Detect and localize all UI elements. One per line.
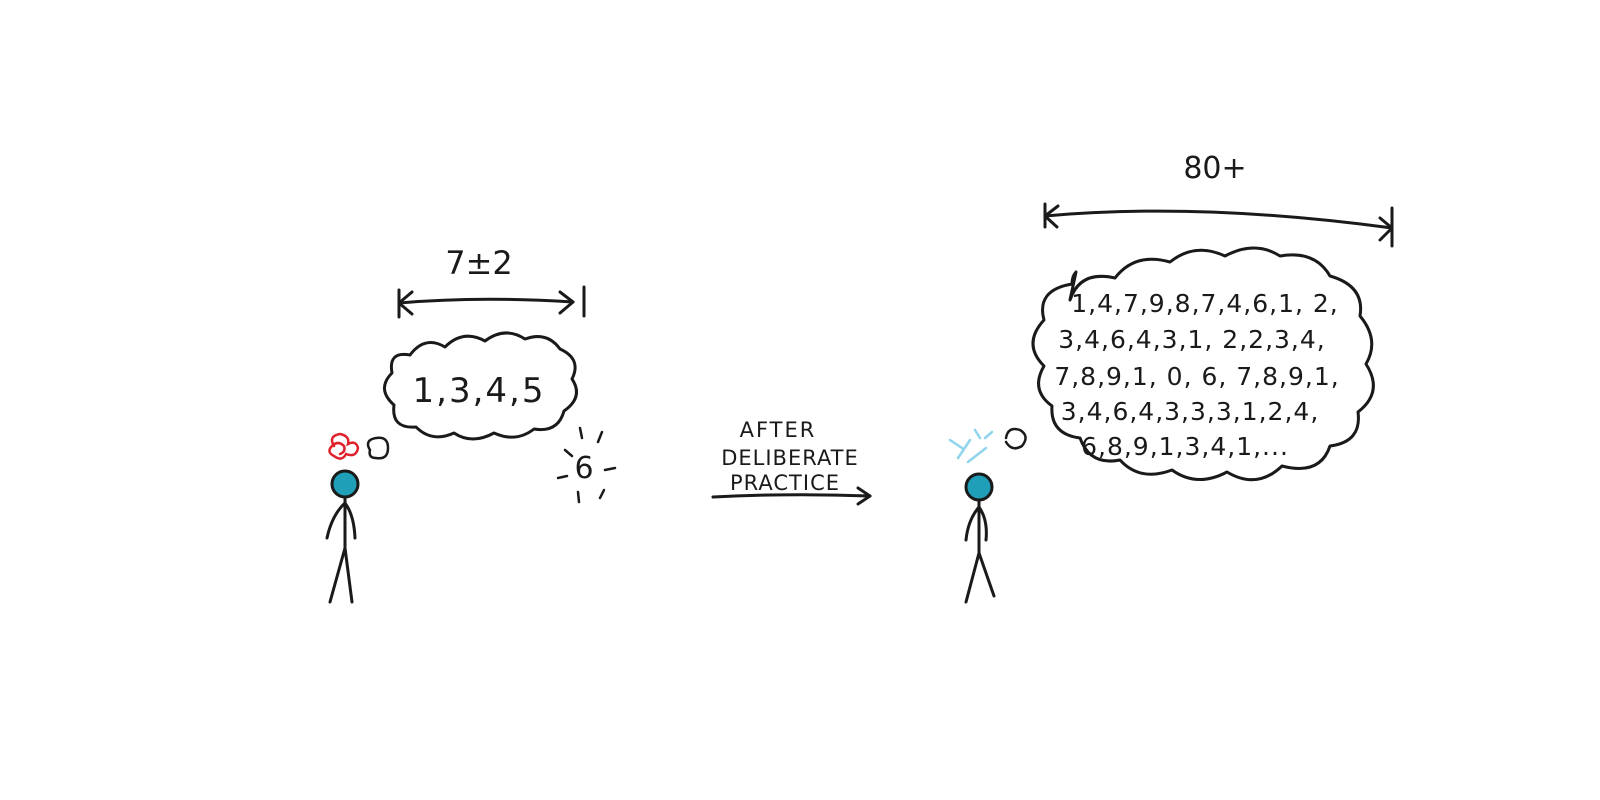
left-dropped-emphasis-marks [556,426,617,504]
left-thought-text: 1,3,4,5 [413,371,546,411]
left-span-group: 7±2 1,3,4,5 6 [325,244,617,604]
left-thought-cloud [383,331,578,441]
transition-line-3: PRACTICE [730,471,840,495]
right-thought-line-5: 6,8,9,1,3,4,1,... [1081,432,1289,461]
left-span-arrow [397,285,586,319]
right-thought-cloud [1031,246,1375,482]
right-stick-figure [964,472,996,604]
transition-arrow [711,486,872,506]
right-span-arrow [1043,202,1394,248]
left-stress-scribble-icon [328,432,360,460]
right-head [964,472,994,502]
right-span-label: 80+ [1183,151,1246,186]
right-thought-line-3: 7,8,9,1, 0, 6, 7,8,9,1, [1054,362,1339,391]
left-stick-figure [325,469,360,604]
left-head [330,469,360,499]
left-dropped-number: 6 [574,451,593,486]
right-thought-line-1: 1,4,7,9,8,7,4,6,1, 2, [1071,289,1338,318]
right-thought-line-2: 3,4,6,4,3,1, 2,2,3,4, [1058,325,1325,354]
right-span-group: 80+ 1,4,7,9,8,7,4,6,1, 2, 3,4,6,4,3,1, 2… [948,151,1394,604]
transition-line-1: AFTER [740,418,817,442]
transition-group: AFTER DELIBERATE PRACTICE [711,418,872,506]
right-thought-bubble-small-icon [1004,427,1027,450]
left-span-label: 7±2 [445,244,513,282]
right-sparkle-icon [948,428,994,464]
right-thought-line-4: 3,4,6,4,3,3,3,1,2,4, [1061,397,1320,426]
left-thought-bubble-small-icon [366,436,390,460]
transition-line-2: DELIBERATE [721,446,859,470]
scribble [328,432,360,460]
